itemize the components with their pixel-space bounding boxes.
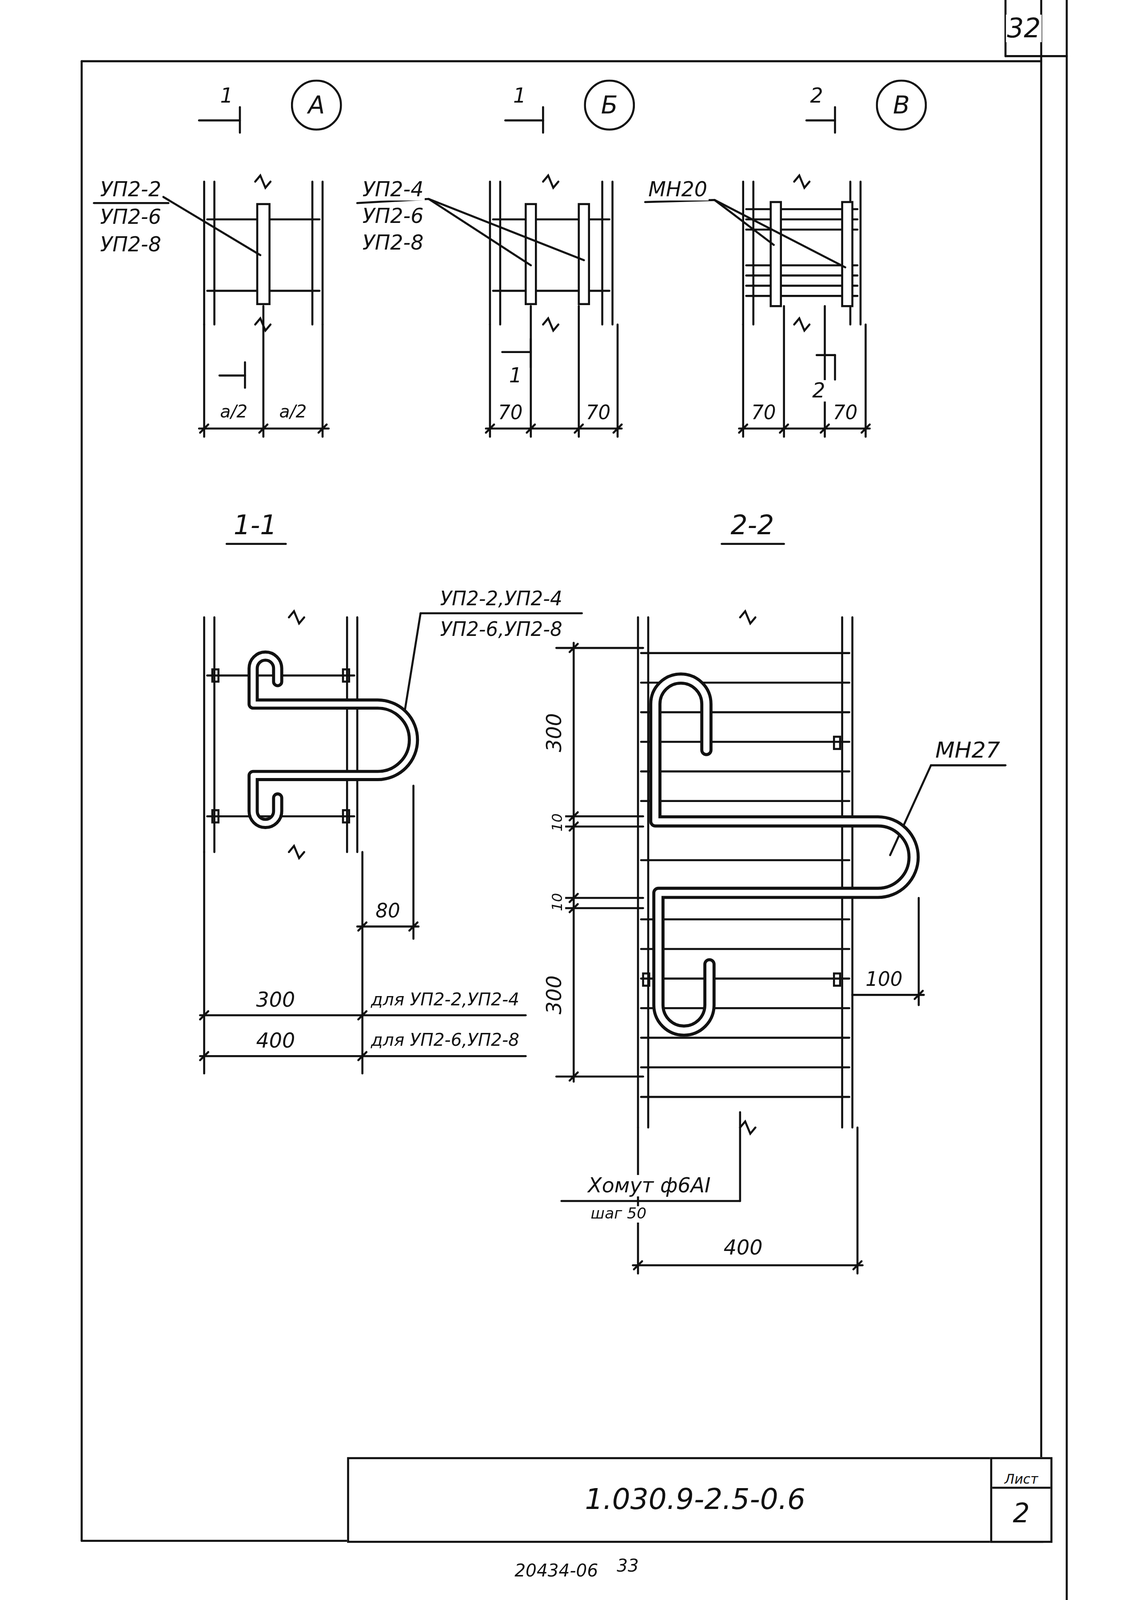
drawing-label: 1 xyxy=(507,364,523,387)
drawing-label: 300 xyxy=(543,712,566,754)
drawing-label: 10 xyxy=(550,892,566,913)
drawing-label: УП2-8 xyxy=(99,234,163,256)
drawing-label: 20434-06 xyxy=(513,1562,600,1582)
drawing-label: 70 xyxy=(750,403,778,424)
drawing-label: 2-2 xyxy=(729,511,775,540)
title-text: 1.030.9-2.5-0.6 xyxy=(584,1484,806,1517)
drawing-label: 2 xyxy=(811,380,827,402)
title-block-cell: Лист 2 xyxy=(990,1457,1053,1544)
drawing-label: 300 xyxy=(543,974,566,1016)
drawing-label: для УП2-6,УП2-8 xyxy=(369,1032,521,1051)
detail-letter: В xyxy=(892,91,910,119)
drawing-label: 70 xyxy=(497,403,524,424)
drawing-label: 80 xyxy=(374,901,402,922)
drawing-label: a/2 xyxy=(219,403,249,422)
drawing-label: МН27 xyxy=(934,738,1002,762)
drawing-label: УП2-6 xyxy=(99,206,163,228)
drawing-label: УП2-2,УП2-4 xyxy=(438,589,564,610)
title-block-cell: 1.030.9-2.5-0.6Лист2 xyxy=(346,1457,1044,1544)
drawing-label: МН20 xyxy=(647,179,709,201)
drawing-label: УП2-6 xyxy=(361,205,425,228)
drawing-label: 33 xyxy=(615,1558,640,1577)
drawing-label: 300 xyxy=(255,989,296,1012)
title-text: Лист xyxy=(992,1472,1051,1490)
detail-letter: Б xyxy=(601,91,618,119)
detail-callout-circle: В xyxy=(875,79,927,131)
drawing-label: 1-1 xyxy=(232,511,278,540)
drawing-label: УП2-8 xyxy=(361,232,425,254)
drawing-label: УП2-2 xyxy=(99,179,163,201)
drawing-label: 400 xyxy=(255,1030,296,1053)
drawing-label: 10 xyxy=(550,812,566,834)
drawing-label: Хомут ф6АΙ xyxy=(586,1175,712,1197)
detail-callout-circle: Б xyxy=(583,79,635,131)
drawing-label: шаг 50 xyxy=(589,1206,648,1223)
drawing-label: 1 xyxy=(512,85,528,107)
drawing-label: 70 xyxy=(584,403,612,424)
detail-letter: А xyxy=(307,91,325,119)
drawing-label: 32 xyxy=(1005,14,1042,43)
drawing-label: УП2-4 xyxy=(361,179,425,201)
drawing-label: 70 xyxy=(831,403,859,424)
drawing-label: 100 xyxy=(864,969,904,991)
drawing-label: a/2 xyxy=(278,403,308,422)
drawing-label: для УП2-2,УП2-4 xyxy=(369,991,521,1010)
drawing-label: 2 xyxy=(809,85,825,107)
title-text: 2 xyxy=(1012,1499,1030,1529)
drawing-label: УП2-6,УП2-8 xyxy=(438,619,564,641)
drawing-label: 1 xyxy=(219,85,235,107)
detail-callout-circle: А xyxy=(290,79,343,131)
drawing-label: 400 xyxy=(722,1237,764,1260)
